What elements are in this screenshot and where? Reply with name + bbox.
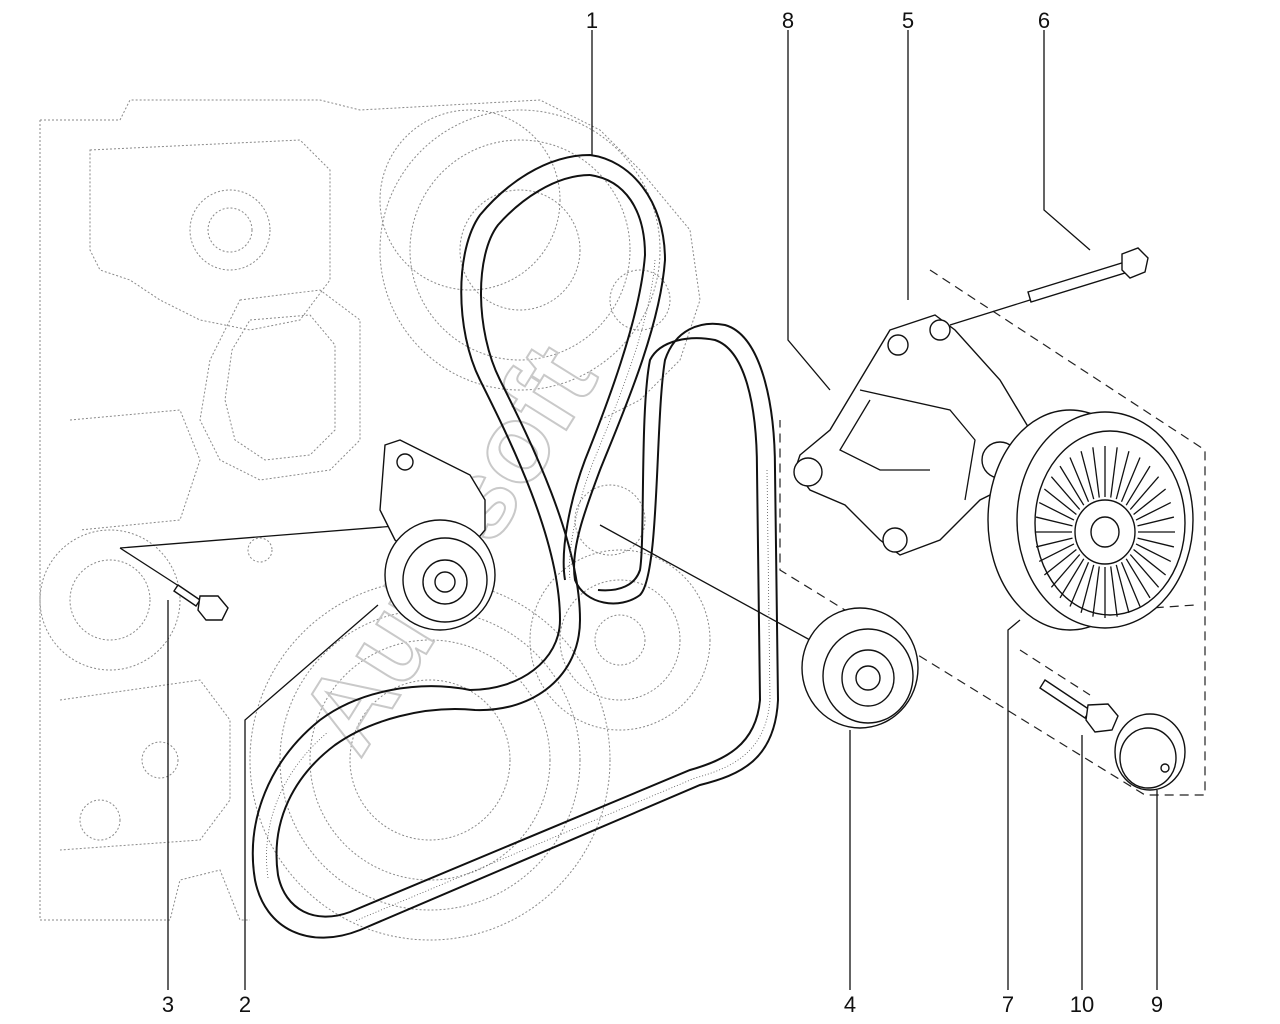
pulley-spoke [1035, 537, 1073, 548]
pulley-cap [1114, 713, 1186, 791]
callout-9: 9 [1151, 992, 1163, 1017]
callout-6: 6 [1038, 8, 1050, 33]
callout-10: 10 [1070, 992, 1094, 1017]
pulley-spoke [1043, 488, 1077, 516]
callout-5: 5 [902, 8, 914, 33]
pulley-spoke [1115, 564, 1130, 613]
pulley-spoke [1069, 562, 1090, 607]
callout-7: 7 [1002, 992, 1014, 1017]
pulley-spoke [1137, 516, 1175, 527]
callout-3: 3 [162, 992, 174, 1017]
pulley-spoke [1059, 465, 1085, 506]
pulley-spoke [1120, 562, 1141, 607]
pulley-spoke [1125, 465, 1151, 506]
idler-pulley [801, 607, 919, 729]
pulley-spoke [1050, 476, 1081, 510]
callout-4: 4 [844, 992, 856, 1017]
drive-pulley [987, 409, 1194, 631]
pulley-spoke [1035, 516, 1073, 527]
bracket-bolt-long [1027, 247, 1149, 303]
pulley-spoke [1129, 476, 1160, 510]
pulley-spoke [1137, 537, 1175, 548]
pulley-spoke [1043, 548, 1077, 576]
serpentine-belt [251, 153, 780, 939]
pulley-spoke [1120, 457, 1141, 502]
pulley-spoke [1129, 554, 1160, 588]
callout-1: 1 [586, 8, 598, 33]
pulley-spoke [1133, 488, 1167, 516]
callout-labels: 1 8 5 6 3 2 4 7 10 9 [162, 8, 1163, 1017]
pulley-bolt [1039, 679, 1119, 733]
pulley-spoke [1069, 457, 1090, 502]
tensioner-bolt [173, 584, 229, 621]
pulley-spoke [1080, 451, 1095, 500]
pulley-spoke [1059, 558, 1085, 599]
pulley-spoke [1110, 566, 1118, 617]
callout-8: 8 [782, 8, 794, 33]
pulley-spoke [1135, 502, 1172, 521]
belt-tensioner [379, 439, 496, 631]
engine-block-background [39, 99, 711, 941]
pulley-spoke [1038, 543, 1075, 562]
pulley-spoke [1092, 566, 1100, 617]
pulley-spoke [1080, 564, 1095, 613]
pulley-spoke [1038, 502, 1075, 521]
pulley-spoke [1092, 447, 1100, 498]
pulley-spoke [1115, 451, 1130, 500]
pulley-spoke [1050, 554, 1081, 588]
pulley-spoke [1110, 447, 1118, 498]
pulley-spoke [1135, 543, 1172, 562]
callout-2: 2 [239, 992, 251, 1017]
callout-leaders [167, 30, 1158, 990]
pulley-spoke [1125, 558, 1151, 599]
pulley-spoke [1133, 548, 1167, 576]
